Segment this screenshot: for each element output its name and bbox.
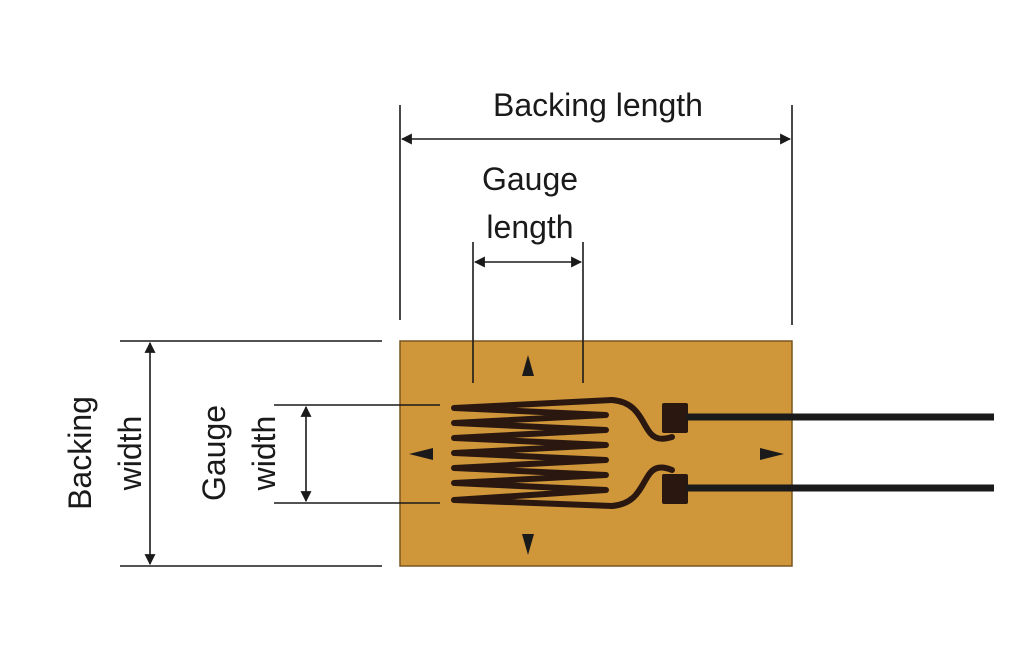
grid-connector-lower: [609, 464, 675, 509]
backing-length-dimension: Backing length: [399, 87, 793, 325]
gauge-length-label-line2: length: [486, 209, 573, 245]
backing-length-label: Backing length: [493, 87, 703, 123]
gauge-grid: [451, 397, 615, 509]
gauge-width-dimension: Gauge width: [196, 404, 440, 504]
grid-connector-upper: [609, 397, 675, 442]
alignment-mark-left-icon: [409, 448, 433, 460]
backing-width-label-line2: width: [112, 416, 148, 492]
backing-width-dimension: Backing width: [62, 340, 382, 567]
gauge-width-label-line1: Gauge: [196, 405, 232, 501]
backing-width-label-line1: Backing: [62, 396, 98, 510]
alignment-mark-top-icon: [522, 355, 534, 376]
alignment-mark-bottom-icon: [522, 534, 534, 555]
alignment-mark-right-icon: [760, 448, 784, 460]
gauge-length-dimension: Gauge length: [472, 161, 584, 383]
solder-tab-lower-icon: [662, 474, 688, 504]
solder-tab-upper-icon: [662, 403, 688, 433]
gauge-width-label-line2: width: [246, 416, 282, 492]
gauge-length-label-line1: Gauge: [482, 161, 578, 197]
